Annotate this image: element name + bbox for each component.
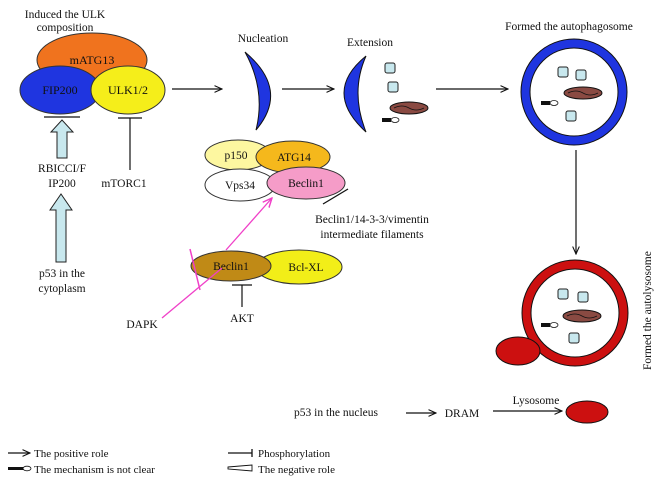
matg13-label: mATG13 <box>70 53 115 67</box>
rbicci-to-fip200-arrow <box>49 119 75 159</box>
ulk-title-line2: composition <box>37 22 94 34</box>
beclin1-bclxl-node <box>190 250 272 282</box>
autolysosome-vesicle-1 <box>557 288 569 300</box>
vimentin-line2: intermediate filaments <box>320 229 424 241</box>
extension-vesicle-2 <box>387 81 399 93</box>
legend-phosphorylation-label: Phosphorylation <box>258 448 331 460</box>
legend-negative-label: The negative role <box>258 464 335 476</box>
p53-to-rbicci-arrow <box>49 193 73 263</box>
atg14-label: ATG14 <box>277 152 311 164</box>
fusing-lysosome <box>495 336 541 366</box>
autolysosome-cargo <box>541 323 550 327</box>
ulk12-label: ULK1/2 <box>108 83 148 97</box>
extension-label: Extension <box>347 37 393 49</box>
nucleation-phagophore <box>244 51 272 131</box>
autophagosome-label: Formed the autophagosome <box>505 21 633 33</box>
extension-phagophore <box>343 55 367 133</box>
autophagosome-cargo <box>541 101 550 105</box>
p53-cyto-line2: cytoplasm <box>38 283 85 295</box>
legend-phosphorylation-symbol <box>228 449 253 457</box>
vps34-label: Vps34 <box>225 180 255 192</box>
ulk-title-line1: Induced the ULK <box>25 9 106 21</box>
bclxl-label: Bcl-XL <box>288 262 323 274</box>
dapk-label: DAPK <box>126 319 158 331</box>
vimentin-bar <box>322 188 349 205</box>
ulk12-node <box>90 65 166 115</box>
legend-positive-label: The positive role <box>34 448 109 460</box>
rbicci-line2: IP200 <box>48 178 76 190</box>
beclin1-complex-label: Beclin1 <box>288 178 324 190</box>
akt-label: AKT <box>230 313 254 325</box>
beclin1-complex-node <box>266 166 346 200</box>
autophagosome-vesicle-3 <box>565 110 577 122</box>
extension-vesicle-1 <box>384 62 396 74</box>
lysosome-node <box>565 400 609 424</box>
mtorc1-label: mTORC1 <box>101 178 146 190</box>
autolysosome-label: Formed the autolysosome <box>642 251 654 370</box>
legend-unclear-label: The mechanism is not clear <box>34 464 155 476</box>
autolysosome-vesicle-2 <box>577 291 589 303</box>
dapk-line <box>161 267 223 319</box>
p53-nucleus-label: p53 in the nucleus <box>294 407 379 419</box>
autolysosome-vesicle-3 <box>568 332 580 344</box>
p150-label: p150 <box>225 150 248 162</box>
rbicci-line1: RBICCI/F <box>38 163 86 175</box>
p53-cyto-line1: p53 in the <box>39 268 85 280</box>
nucleation-label: Nucleation <box>238 33 289 45</box>
dapk-bar <box>189 248 201 291</box>
autophagosome-vesicle-1 <box>557 66 569 78</box>
autophagosome-vesicle-2 <box>575 69 587 81</box>
legend-negative-symbol <box>227 464 253 472</box>
lysosome-label: Lysosome <box>513 395 560 407</box>
beclin1-bclxl-label: Beclin1 <box>213 261 249 273</box>
dram-label: DRAM <box>445 408 480 420</box>
extension-cargo <box>382 118 391 122</box>
legend-unclear-symbol <box>8 465 32 472</box>
beclin1-release-arrow <box>225 198 272 251</box>
fip200-label: FIP200 <box>42 83 77 97</box>
vimentin-line1: Beclin1/14-3-3/vimentin <box>315 214 429 226</box>
